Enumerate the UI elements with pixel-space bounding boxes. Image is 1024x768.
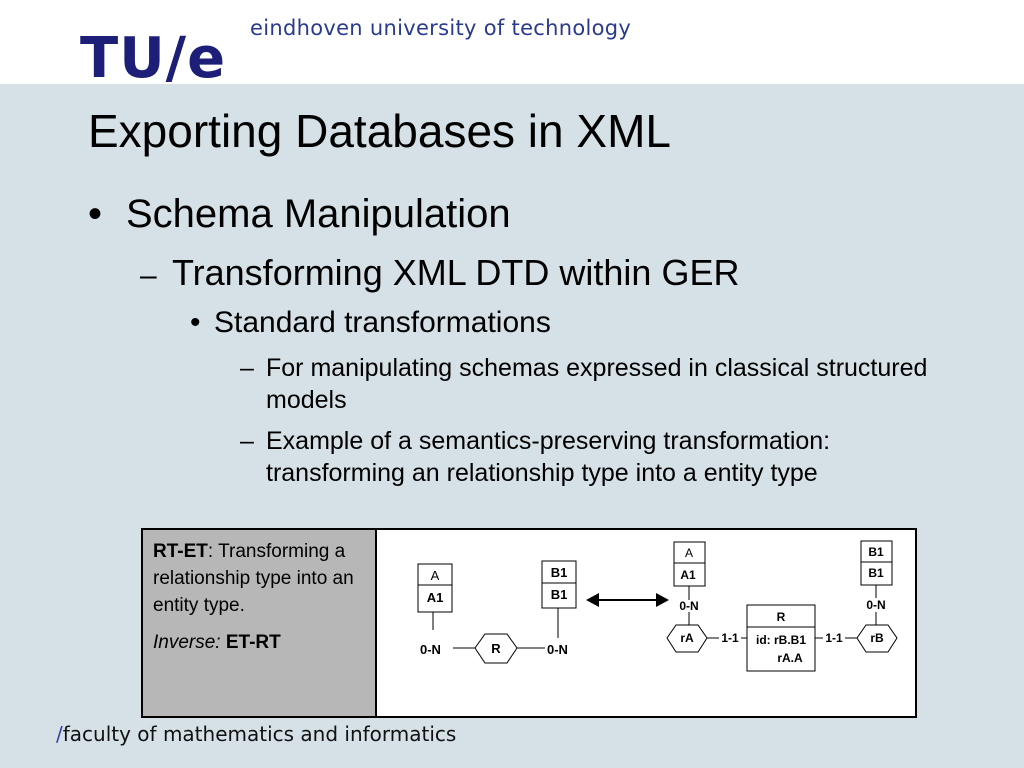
header-band xyxy=(0,0,1024,84)
entity-r-id-line1: id: rB.B1 xyxy=(756,633,806,647)
inverse-line: Inverse: ET-RT xyxy=(153,629,365,656)
bullet-level2-text: Transforming XML DTD within GER xyxy=(172,252,740,293)
entity-a-name: A xyxy=(685,546,693,560)
bullet-level3-text: Standard transformations xyxy=(214,306,551,339)
diagram-panel: A A1 B1 B1 0-N 0-N R xyxy=(377,530,915,716)
entity-b-name: B1 xyxy=(868,545,884,559)
figure-caption-panel: RT-ET: Transforming a relationship type … xyxy=(143,530,377,716)
inverse-value: ET-RT xyxy=(225,632,281,653)
relationship-rb xyxy=(856,624,898,653)
card-r-rb: 1-1 xyxy=(825,631,843,645)
relationship-r xyxy=(474,633,518,664)
card-a: 0-N xyxy=(679,599,698,613)
relationship-ra xyxy=(666,624,708,653)
relationship-rb-name: rB xyxy=(870,631,884,645)
bullet-level3: • Standard transformations xyxy=(190,306,551,340)
entity-a-box xyxy=(673,541,706,587)
bullet-level2: –Transforming XML DTD within GER xyxy=(140,252,739,294)
card-b: 0-N xyxy=(866,598,885,612)
bullet-icon: • xyxy=(88,192,103,236)
entity-r-box xyxy=(746,604,816,672)
entity-b-attr: B1 xyxy=(551,587,568,602)
relationship-r-name: R xyxy=(491,641,501,656)
logo-e: e xyxy=(187,26,227,91)
bullet-level4b: –Example of a semantics-preserving trans… xyxy=(240,425,940,489)
tue-logo: TU/e xyxy=(80,26,226,92)
card-left: 0-N xyxy=(420,642,441,657)
left-diagram: A A1 B1 B1 0-N 0-N R xyxy=(417,560,577,664)
logo-slash: / xyxy=(165,26,188,91)
university-name: eindhoven university of technology xyxy=(250,16,632,40)
card-ra-r: 1-1 xyxy=(721,631,739,645)
figure-caption: RT-ET: Transforming a relationship type … xyxy=(153,538,365,619)
dash-icon: – xyxy=(140,259,157,292)
relationship-ra-name: rA xyxy=(680,631,694,645)
entity-a-attr: A1 xyxy=(680,568,696,582)
footer-slash: / xyxy=(56,722,63,746)
entity-b-box xyxy=(860,540,893,586)
bullet-icon: • xyxy=(190,306,201,339)
slide-title: Exporting Databases in XML xyxy=(88,105,671,157)
caption-bold: RT-ET xyxy=(153,541,208,562)
bullet-level1: • Schema Manipulation xyxy=(88,192,511,237)
entity-b-attr: B1 xyxy=(868,566,884,580)
dash-icon: – xyxy=(240,427,254,455)
inverse-label: Inverse: xyxy=(153,632,221,653)
entity-r-id-line2: rA.A xyxy=(777,651,803,665)
bullet-level1-text: Schema Manipulation xyxy=(126,192,511,236)
bullet-level4b-text: Example of a semantics-preserving transf… xyxy=(266,427,831,487)
footer: /faculty of mathematics and informatics xyxy=(56,722,456,746)
logo-tu: TU xyxy=(80,26,166,91)
bullet-level4a: –For manipulating schemas expressed in c… xyxy=(240,352,940,416)
transformation-figure: RT-ET: Transforming a relationship type … xyxy=(141,528,917,718)
entity-a-name: A xyxy=(431,568,440,583)
entity-a-box xyxy=(417,563,453,613)
bullet-level4a-text: For manipulating schemas expressed in cl… xyxy=(266,354,928,414)
entity-r-name: R xyxy=(777,610,786,624)
dash-icon: – xyxy=(240,354,254,382)
entity-b-box xyxy=(541,560,577,609)
entity-a-attr: A1 xyxy=(427,590,444,605)
caption-text: : Transforming a relationship type into … xyxy=(153,541,354,616)
card-right: 0-N xyxy=(547,642,568,657)
double-arrow-icon xyxy=(586,593,669,607)
right-diagram: A A1 B1 B1 0-N 0-N rA rB 1-1 1-1 xyxy=(666,540,898,672)
entity-b-name: B1 xyxy=(551,565,568,580)
er-diagram: A A1 B1 B1 0-N 0-N R xyxy=(417,540,898,672)
footer-text: faculty of mathematics and informatics xyxy=(62,722,457,746)
